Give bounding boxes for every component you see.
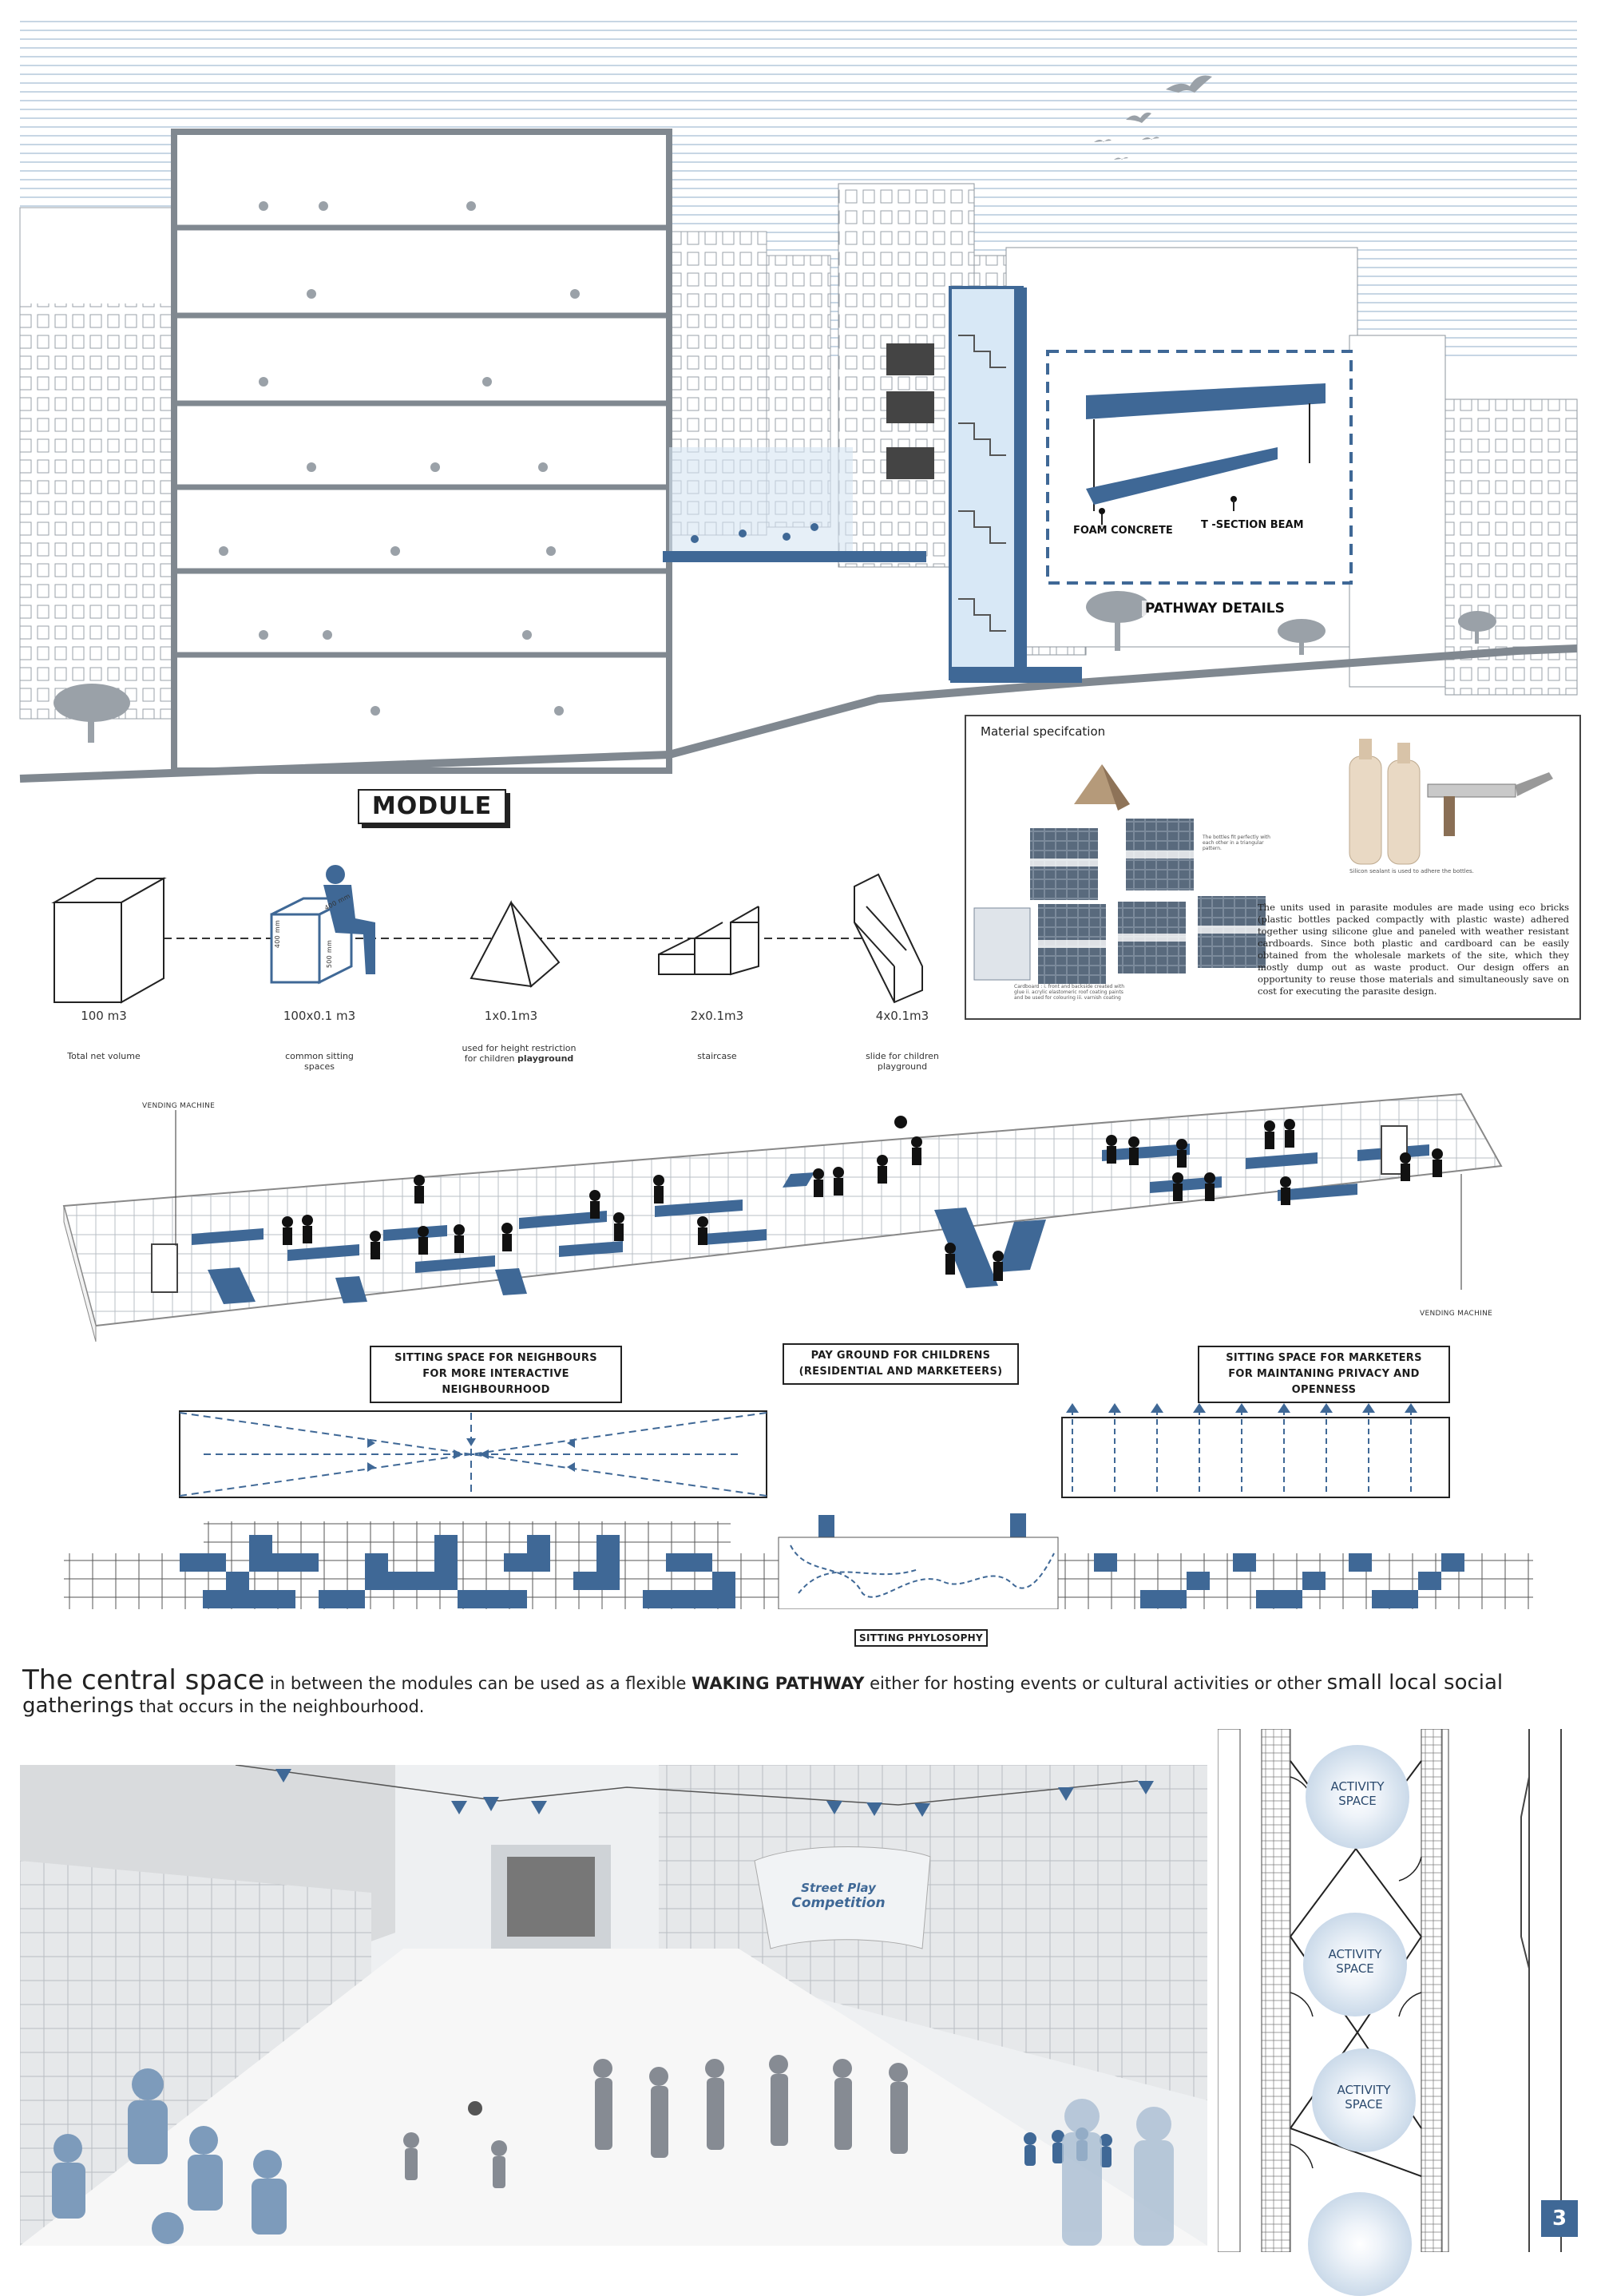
headline-lead: The central space: [22, 1664, 265, 1696]
material-paragraph: The units used in parasite modules are m…: [1258, 902, 1569, 997]
module-caption-1: Total net volume: [67, 1051, 141, 1061]
converging-flow-diagram: [179, 1410, 767, 1498]
t-section-beam-label: T -SECTION BEAM: [1198, 519, 1307, 531]
street-section-drawing: [0, 0, 1597, 791]
module-volume-3: 1x0.1m3: [484, 1009, 538, 1023]
isometric-field-svg: [62, 1092, 1503, 1342]
eco-brick-diagram: [973, 739, 1553, 984]
module-shapes: [51, 865, 923, 1004]
sitting-philosophy-label: SITTING PHYLOSOPHY: [854, 1629, 988, 1647]
vending-machine-right-label: VENDING MACHINE: [1420, 1310, 1493, 1318]
cardboard-note: Cardboard : i. front and backside create…: [1014, 984, 1125, 1001]
module-volume-5: 4x0.1m3: [875, 1009, 929, 1023]
street-play-svg: [20, 1765, 1207, 2246]
street-section-svg: [19, 16, 1578, 783]
module-dim-depth: 400 mm: [274, 919, 282, 949]
zone-label-playground: PAY GROUND FOR CHILDRENS(RESIDENTIAL AND…: [783, 1343, 1019, 1385]
banner-line-1: Street Play: [801, 1881, 876, 1895]
module-dim-height: 500 mm: [326, 939, 334, 969]
foam-concrete-label: FOAM CONCRETE: [1070, 525, 1176, 537]
bottle-note: The bottles fit perfectly with each othe…: [1203, 835, 1270, 851]
vending-machine-left-label: VENDING MACHINE: [142, 1102, 216, 1110]
flow-diagrams: [179, 1403, 1450, 1498]
module-volume-2: 100x0.1 m3: [283, 1009, 356, 1023]
activity-plan-svg: [1218, 1729, 1562, 2252]
sitting-philosophy-grid: [64, 1513, 1533, 1609]
cube-icon: [51, 877, 167, 1004]
sealant-note: Silicon sealant is used to adhere the bo…: [1349, 868, 1474, 874]
central-space-headline: The central space in between the modules…: [22, 1664, 1504, 1718]
street-play-banner: Street Play Competition: [779, 1881, 898, 1911]
module-title: MODULE: [358, 789, 506, 824]
slide-icon: [854, 873, 923, 1004]
pyramid-icon: [470, 900, 561, 988]
seated-person-cube-icon: [270, 865, 375, 985]
isometric-module-field: [0, 1062, 1597, 1358]
page-number: 3: [1541, 2200, 1578, 2237]
module-caption-4: staircase: [697, 1051, 737, 1061]
material-title: Material specifcation: [981, 724, 1106, 739]
stair-icon: [658, 906, 759, 976]
pathway-details-label: PATHWAY DETAILS: [1142, 601, 1288, 617]
banner-line-2: Competition: [791, 1895, 886, 1911]
parallel-flow-diagram: [1061, 1403, 1450, 1498]
street-play-render: [20, 1765, 1207, 2246]
activity-space-partial: [1308, 2192, 1412, 2296]
module-volume-4: 2x0.1m3: [690, 1009, 744, 1023]
material-panel: Material specifcation Silicon sealant is: [965, 715, 1581, 1020]
module-volume-1: 100 m3: [81, 1009, 127, 1023]
